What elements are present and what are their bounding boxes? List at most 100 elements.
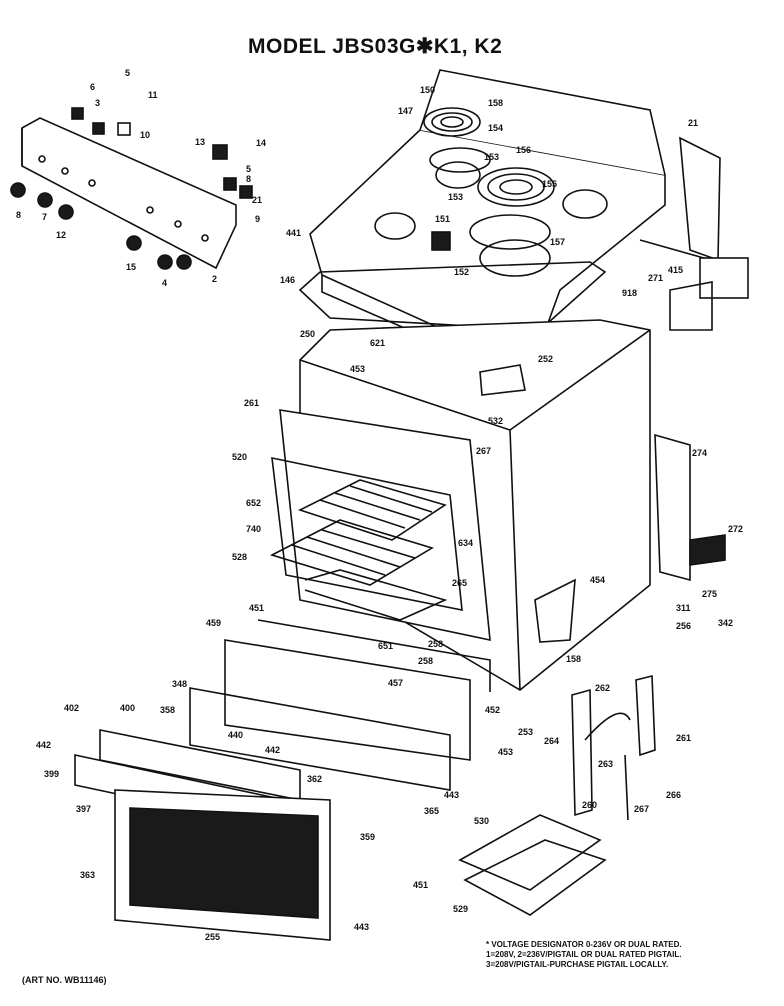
part-label: 740: [246, 524, 261, 534]
part-label: 21: [252, 195, 262, 205]
terminal-block: [699, 257, 749, 299]
pigtail-block: [689, 534, 726, 566]
part-label: 5: [246, 164, 251, 174]
part-label: 261: [244, 398, 259, 408]
part-label: 274: [692, 448, 707, 458]
part-label: 442: [265, 745, 280, 755]
bracket: [669, 281, 713, 331]
footnote-line: 1=208V, 2=236V/PIGTAIL OR DUAL RATED PIG…: [486, 950, 682, 959]
part-label: 14: [256, 138, 266, 148]
part-label: 258: [418, 656, 433, 666]
part-label: 263: [598, 759, 613, 769]
switches: [71, 107, 451, 251]
part-label: 265: [452, 578, 467, 588]
part-label: 311: [676, 603, 691, 613]
side-trim: [654, 433, 691, 582]
part-label: 652: [246, 498, 261, 508]
part-label: 158: [566, 654, 581, 664]
surface-burner-large: [469, 167, 555, 250]
part-label: 443: [444, 790, 459, 800]
part-label: 459: [206, 618, 221, 628]
door-hinges: [571, 674, 656, 821]
diagram-title: MODEL JBS03G✱K1, K2: [248, 35, 503, 58]
part-label: 451: [413, 880, 428, 890]
part-label: 400: [120, 703, 135, 713]
part-label: 157: [550, 237, 565, 247]
part-label: 266: [666, 790, 681, 800]
part-label: 348: [172, 679, 187, 689]
part-label: 358: [160, 705, 175, 715]
part-label: 256: [676, 621, 691, 631]
part-label: 442: [36, 740, 51, 750]
part-label: 528: [232, 552, 247, 562]
burner-opening: [435, 161, 481, 189]
footnote-line: 3=208V/PIGTAIL-PURCHASE PIGTAIL LOCALLY.: [486, 960, 669, 969]
burner-opening: [479, 239, 551, 277]
oven-rack-upper: [297, 479, 447, 541]
part-label: 453: [498, 747, 513, 757]
part-label: 264: [544, 736, 559, 746]
part-label: 441: [286, 228, 301, 238]
part-label: 454: [590, 575, 605, 585]
part-label: 8: [246, 174, 251, 184]
part-label: 156: [516, 145, 531, 155]
part-label: 451: [249, 603, 264, 613]
part-label: 150: [420, 85, 435, 95]
part-label: 260: [582, 800, 597, 810]
part-label: 3: [95, 98, 100, 108]
surface-burner-small: [423, 107, 491, 173]
part-label: 2: [212, 274, 217, 284]
part-label: 271: [648, 273, 663, 283]
part-label: 155: [542, 179, 557, 189]
part-label: 5: [125, 68, 130, 78]
part-label: 8: [16, 210, 21, 220]
part-label: 13: [195, 137, 205, 147]
part-label: 11: [148, 90, 158, 100]
part-label: 147: [398, 106, 413, 116]
part-label: 359: [360, 832, 375, 842]
part-label: 402: [64, 703, 79, 713]
footnote-line: * VOLTAGE DESIGNATOR 0-236V OR DUAL RATE…: [486, 940, 682, 949]
part-label: 151: [435, 214, 450, 224]
door-glass-frame: [189, 687, 451, 791]
part-label: 532: [488, 416, 503, 426]
part-label: 918: [622, 288, 637, 298]
part-label: 9: [255, 214, 260, 224]
part-label: 621: [370, 338, 385, 348]
bracket-452: [534, 578, 576, 643]
part-label: 520: [232, 452, 247, 462]
part-label: 275: [702, 589, 717, 599]
part-label: 15: [126, 262, 136, 272]
part-label: 253: [518, 727, 533, 737]
part-label: 252: [538, 354, 553, 364]
part-label: 399: [44, 769, 59, 779]
part-label: 261: [676, 733, 691, 743]
part-label: 651: [378, 641, 393, 651]
bake-element: [304, 569, 448, 621]
art-number: (ART NO. WB11146): [22, 975, 107, 985]
part-label: 258: [428, 639, 443, 649]
part-label: 267: [476, 446, 491, 456]
part-label: 272: [728, 524, 743, 534]
part-label: 530: [474, 816, 489, 826]
part-label: 453: [350, 364, 365, 374]
control-panel: [10, 117, 237, 270]
part-label: 146: [280, 275, 295, 285]
part-label: 4: [162, 278, 167, 288]
oven-rack-lower: [269, 519, 434, 586]
part-label: 7: [42, 212, 47, 222]
part-label: 267: [634, 804, 649, 814]
part-label: 153: [484, 152, 499, 162]
part-label: 362: [307, 774, 322, 784]
part-label: 415: [668, 265, 683, 275]
part-label: 457: [388, 678, 403, 688]
burner-opening: [562, 189, 608, 219]
part-label: 255: [205, 932, 220, 942]
part-label: 152: [454, 267, 469, 277]
part-label: 452: [485, 705, 500, 715]
part-label: 10: [140, 130, 150, 140]
part-label: 397: [76, 804, 91, 814]
oven-liner: [271, 409, 491, 642]
